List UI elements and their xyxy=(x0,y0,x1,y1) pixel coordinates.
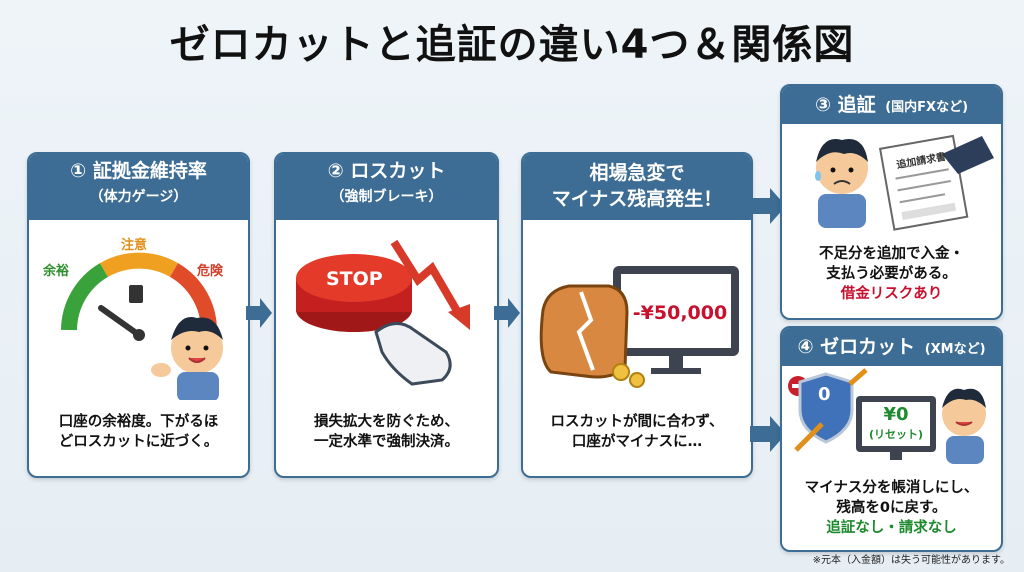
happy-person-face xyxy=(942,392,986,436)
card-zero-cut-header: ④ ゼロカット (XMなど) xyxy=(782,328,1001,366)
card-negative-balance-header: 相場急変で マイナス残高発生！ xyxy=(523,154,751,220)
zero-cut-illustration xyxy=(788,368,986,464)
margin-call-illustration xyxy=(815,134,994,231)
card-loss-cut-desc: 損失拡大を防ぐため、 一定水準で強制決済。 xyxy=(276,412,497,452)
gauge-illustration xyxy=(61,252,223,400)
coin-icon xyxy=(612,363,630,381)
card-negative-balance-heading-1: 相場急変で xyxy=(589,162,685,184)
fuel-pump-icon xyxy=(129,285,143,303)
person-face xyxy=(171,322,223,374)
arrow-right-icon xyxy=(246,298,272,328)
card-zero-cut-heading: ④ ゼロカット xyxy=(797,336,916,358)
negative-balance-value: -¥50,000 xyxy=(632,302,728,324)
card-margin-call-header: ③ 追証 (国内FXなど) xyxy=(782,86,1001,124)
card-loss-cut-heading: ② ロスカット xyxy=(327,160,446,182)
card-margin-call-emphasis: 借金リスクあり xyxy=(840,286,943,302)
card-negative-balance-heading-2: マイナス残高発生！ xyxy=(551,188,723,210)
card-margin-ratio-subheading: （体力ゲージ） xyxy=(89,189,188,205)
person-shirt xyxy=(177,372,219,400)
gauge-label-danger: 危険 xyxy=(197,264,224,279)
broken-wallet-illustration xyxy=(539,266,739,388)
card-zero-cut-emphasis: 追証なし・請求なし xyxy=(826,520,957,536)
arrow-right-icon xyxy=(750,416,786,452)
shield-value: 0 xyxy=(818,384,831,405)
gauge-needle xyxy=(98,305,142,338)
card-loss-cut-subheading: （強制ブレーキ） xyxy=(330,189,443,205)
card-margin-call-heading-small: (国内FXなど) xyxy=(885,100,969,115)
card-zero-cut-desc: マイナス分を帳消しにし、 残高を0に戻す。 追証なし・請求なし xyxy=(782,478,1001,538)
arrow-right-icon xyxy=(494,298,520,328)
card-loss-cut-header: ② ロスカット （強制ブレーキ） xyxy=(276,154,497,220)
zero-balance-value: ¥0 xyxy=(883,404,909,425)
page-title: ゼロカットと追証の違い4つ＆関係図 xyxy=(169,22,855,68)
pointing-hand xyxy=(151,363,171,377)
card-negative-balance-text-2: 口座がマイナスに… xyxy=(571,434,703,450)
card-zero-cut: ④ ゼロカット (XMなど) 0 ¥0 (リセット) マイナス分を帳消しにし、 … xyxy=(780,326,1003,552)
card-margin-ratio-desc: 口座の余裕度。下がるほ どロスカットに近づく。 xyxy=(29,412,248,452)
card-negative-balance: 相場急変で マイナス残高発生！ -¥50,000 ロスカットが間に合わず、 口座… xyxy=(521,152,753,478)
stop-button-illustration xyxy=(296,239,470,386)
arrow-right-icon xyxy=(750,188,786,224)
card-margin-ratio-heading: ① 証拠金維持率 xyxy=(70,160,207,182)
stop-button xyxy=(296,254,412,302)
card-margin-call-text-2: 支払う必要がある。 xyxy=(826,266,957,282)
shield-icon xyxy=(798,372,854,444)
gauge-label-caution: 注意 xyxy=(121,238,148,253)
card-loss-cut-text-2: 一定水準で強制決済。 xyxy=(314,434,459,450)
hand-icon xyxy=(942,136,994,174)
card-zero-cut-text-2: 残高を0に戻す。 xyxy=(836,500,947,516)
gauge-yellow-arc xyxy=(100,252,178,278)
card-margin-call: ③ 追証 (国内FXなど) 追加請求書 不足分を追加で入金・ 支払う必要がある。… xyxy=(780,84,1003,320)
footnote: ※元本（入金額）は失う可能性があります。 xyxy=(812,555,1010,566)
card-margin-call-heading: ③ 追証 xyxy=(814,94,876,116)
card-margin-ratio-header: ① 証拠金維持率 （体力ゲージ） xyxy=(29,154,248,220)
card-loss-cut: ② ロスカット （強制ブレーキ） STOP 損失拡大を防ぐため、 一定水準で強制… xyxy=(274,152,499,478)
worried-person-face xyxy=(816,142,868,194)
pressing-hand-icon xyxy=(374,322,452,386)
card-margin-ratio: ① 証拠金維持率 （体力ゲージ） 余裕 注意 危険 口座の余裕度。下がるほ どロ… xyxy=(27,152,250,478)
gauge-label-safe: 余裕 xyxy=(43,264,70,279)
card-margin-call-desc: 不足分を追加で入金・ 支払う必要がある。 借金リスクあり xyxy=(782,244,1001,304)
card-negative-balance-text-1: ロスカットが間に合わず、 xyxy=(550,414,724,430)
card-negative-balance-desc: ロスカットが間に合わず、 口座がマイナスに… xyxy=(523,412,751,452)
zero-balance-reset: (リセット) xyxy=(868,428,924,441)
stop-button-label: STOP xyxy=(326,268,383,290)
card-margin-ratio-text-1: 口座の余裕度。下がるほ xyxy=(58,414,219,430)
card-margin-call-text-1: 不足分を追加で入金・ xyxy=(819,246,964,262)
card-zero-cut-heading-small: (XMなど) xyxy=(924,342,986,357)
card-loss-cut-text-1: 損失拡大を防ぐため、 xyxy=(314,414,459,430)
trend-down-arrow-icon xyxy=(390,239,464,319)
card-zero-cut-text-1: マイナス分を帳消しにし、 xyxy=(804,480,979,496)
gauge-green-arc xyxy=(61,263,109,331)
card-margin-ratio-text-2: どロスカットに近づく。 xyxy=(58,434,219,450)
